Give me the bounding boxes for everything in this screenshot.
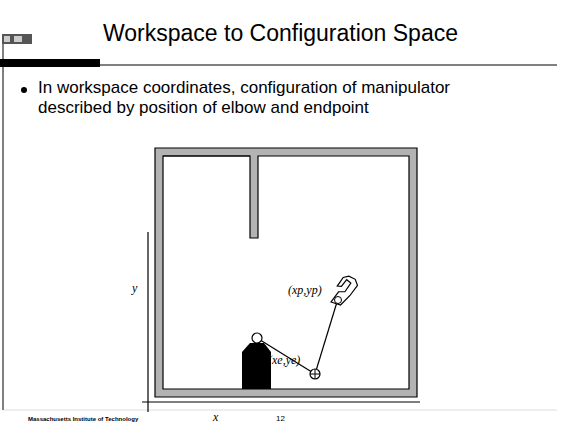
bullet-dot bbox=[21, 87, 27, 93]
logo-mark bbox=[2, 34, 32, 44]
footer-text: Massachusetts Institute of Technology bbox=[28, 416, 138, 422]
side-rule bbox=[3, 44, 4, 410]
endpoint-label: (xp,yp) bbox=[288, 283, 322, 298]
elbow-joint bbox=[310, 369, 320, 379]
gripper bbox=[331, 273, 359, 308]
logo-mark bbox=[4, 36, 10, 42]
y-axis bbox=[147, 232, 148, 412]
header-bar bbox=[0, 59, 100, 67]
header-rule bbox=[100, 65, 557, 66]
elbow-joint bbox=[315, 369, 316, 379]
upper-link bbox=[257, 338, 315, 374]
room-walls bbox=[163, 155, 250, 156]
robot-base bbox=[242, 343, 271, 389]
room-walls bbox=[155, 148, 417, 397]
slide-title: Workspace to Configuration Space bbox=[0, 20, 561, 47]
elbow-label: (xe,ye) bbox=[268, 353, 300, 368]
x-axis bbox=[142, 401, 420, 402]
footer-rule bbox=[3, 410, 557, 411]
axis-label: y bbox=[132, 281, 137, 296]
bullet-text: In workspace coordinates, configuration … bbox=[38, 78, 508, 118]
axis-label: x bbox=[213, 410, 218, 425]
forearm-link bbox=[315, 302, 337, 374]
page-number: 12 bbox=[276, 414, 285, 423]
logo-mark bbox=[14, 36, 22, 42]
shoulder-joint bbox=[252, 333, 262, 343]
endpoint-joint bbox=[335, 297, 342, 304]
